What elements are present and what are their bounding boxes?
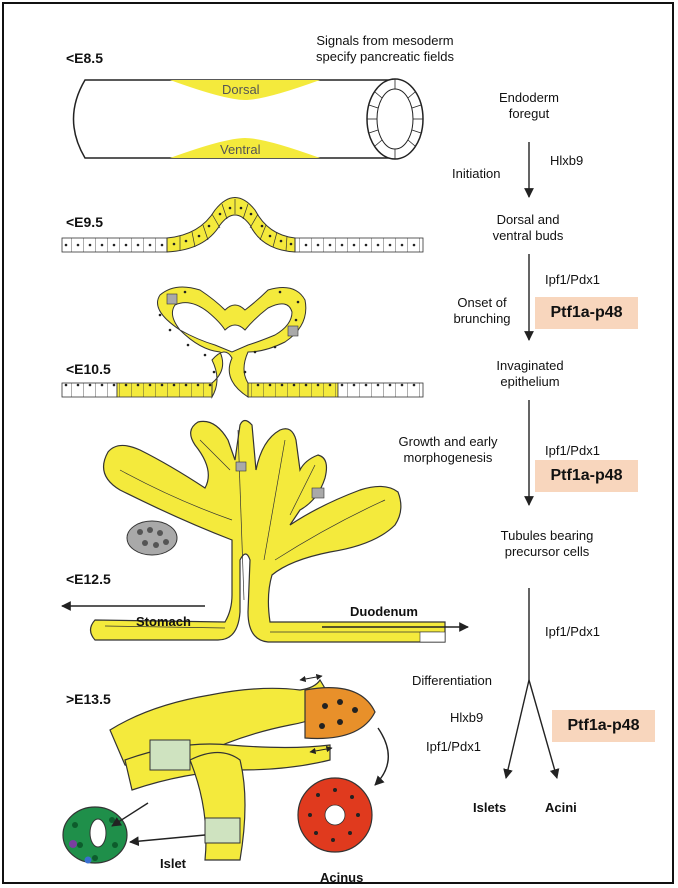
islet-shape: [63, 807, 127, 864]
buds-line-2: ventral buds: [470, 228, 586, 243]
ptf1a-highlight: Ptf1a-p48: [535, 297, 638, 329]
onset-line-1: Onset of: [446, 295, 518, 310]
stage-e105: <E10.5: [66, 361, 111, 377]
islets-label: Islets: [473, 800, 506, 815]
invaginated-line-1: Invaginated: [480, 358, 580, 373]
stage-e125: <E12.5: [66, 571, 111, 587]
ptf1a-highlight: Ptf1a-p48: [552, 710, 655, 742]
growth-line-2: morphogenesis: [388, 450, 508, 465]
precursor-cell: [288, 326, 298, 336]
onset-line-2: brunching: [446, 311, 518, 326]
precursor-cluster: [127, 521, 177, 555]
acini-label: Acini: [545, 800, 577, 815]
hlxb9-label: Hlxb9: [550, 153, 583, 168]
signals-line-2: specify pancreatic fields: [300, 49, 470, 64]
initiation-label: Initiation: [452, 166, 500, 181]
hlxb9-label: Hlxb9: [450, 710, 483, 725]
stage-e85: <E8.5: [66, 50, 103, 66]
islet-label: Islet: [160, 856, 186, 871]
ipf1-label: Ipf1/Pdx1: [545, 624, 600, 639]
invaginated-line-2: epithelium: [480, 374, 580, 389]
signals-line-1: Signals from mesoderm: [300, 33, 470, 48]
bud-epithelium: [62, 198, 423, 253]
dorsal-label: Dorsal: [222, 82, 260, 97]
branching-epithelium: [62, 287, 423, 397]
stage-e135: >E13.5: [66, 691, 111, 707]
duodenum-label: Duodenum: [350, 604, 418, 619]
tubules-line-1: Tubules bearing: [492, 528, 602, 543]
ventral-label: Ventral: [220, 142, 260, 157]
ipf1-label: Ipf1/Pdx1: [545, 443, 600, 458]
ptf1a-highlight: Ptf1a-p48: [535, 460, 638, 492]
differentiation-label: Differentiation: [412, 673, 492, 688]
tubules-line-2: precursor cells: [492, 544, 602, 559]
foregut-label: foregut: [480, 106, 578, 121]
ipf1-label: Ipf1/Pdx1: [545, 272, 600, 287]
stage-e95: <E9.5: [66, 214, 103, 230]
precursor-cell: [167, 294, 177, 304]
endoderm-label: Endoderm: [480, 90, 578, 105]
endocrine-progenitor: [205, 818, 240, 843]
acinar-tip: [305, 688, 375, 739]
ipf1-label: Ipf1/Pdx1: [426, 739, 481, 754]
acinus-label: Acinus: [320, 870, 363, 885]
acinus-shape: [298, 778, 372, 852]
endocrine-progenitor: [150, 740, 190, 770]
stomach-label: Stomach: [136, 614, 191, 629]
buds-line-1: Dorsal and: [470, 212, 586, 227]
growth-line-1: Growth and early: [388, 434, 508, 449]
